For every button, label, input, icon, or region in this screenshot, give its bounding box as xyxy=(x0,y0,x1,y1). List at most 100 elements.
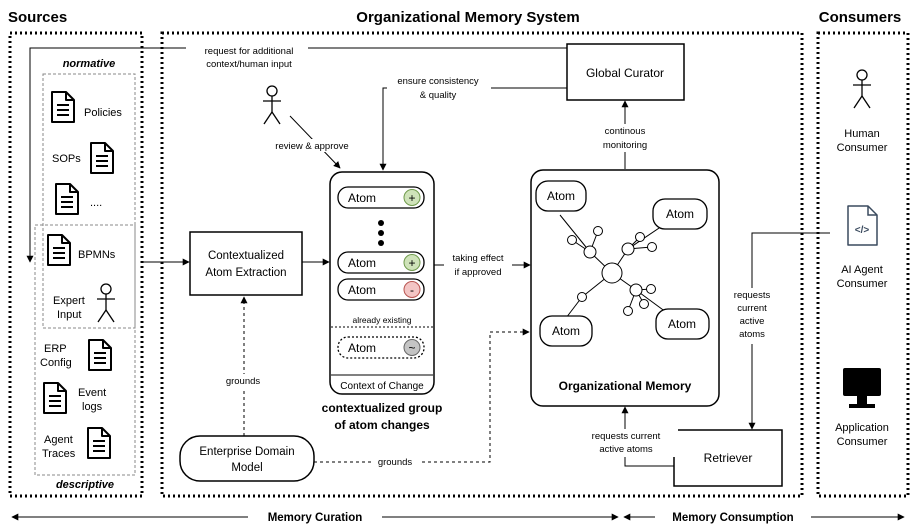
plus-badge-2 xyxy=(403,254,421,271)
atom-removed xyxy=(337,278,425,301)
sources-header: Sources xyxy=(8,9,67,26)
grounds-label: grounds xyxy=(226,376,261,387)
tilde-badge xyxy=(403,339,421,356)
atom-added-1-label: Atom xyxy=(348,191,376,205)
ai-agent-consumer-line2: Consumer xyxy=(837,278,888,290)
vertical-ellipsis-dot-2 xyxy=(378,230,384,236)
expert-person-icon xyxy=(96,283,116,323)
extraction-label-line2: Atom Extraction xyxy=(205,267,286,279)
retriever-box xyxy=(673,429,783,487)
domain-label-line2: Model xyxy=(231,462,262,474)
plus-badge-1 xyxy=(403,189,421,206)
atom-added-1 xyxy=(337,186,425,209)
global-curator-label: Global Curator xyxy=(586,66,664,80)
request-label-line1: request for additional xyxy=(205,46,294,57)
global-curator-box xyxy=(566,43,685,101)
vertical-ellipsis-dot-3 xyxy=(378,240,384,246)
agent-traces-document-icon xyxy=(87,427,111,459)
application-monitor-icon xyxy=(843,368,881,408)
erp-document-icon xyxy=(88,339,112,371)
organizational-memory-label: Organizational Memory xyxy=(559,379,692,393)
more-document-icon xyxy=(55,183,79,215)
enterprise-domain-model-box xyxy=(179,435,315,482)
memory-graph xyxy=(559,214,675,319)
already-existing-label: already existing xyxy=(352,315,411,325)
ensure-label-line1: ensure consistency xyxy=(397,76,479,87)
sops-label: SOPs xyxy=(52,153,81,165)
memory-atom-2 xyxy=(652,198,708,230)
atom-extraction-box xyxy=(189,231,303,296)
more-documents-label: .... xyxy=(90,197,102,209)
request-arrow xyxy=(26,47,567,263)
memory-consumption-label: Memory Consumption xyxy=(672,512,793,524)
atom-existing-label: Atom xyxy=(348,341,376,355)
retriever-to-memory-arrow xyxy=(621,406,674,467)
erp-label-line1: ERP xyxy=(44,343,67,355)
memory-atom-3 xyxy=(539,315,593,347)
request-label-line2: context/human input xyxy=(206,59,292,70)
human-consumer-line2: Consumer xyxy=(837,142,888,154)
minus-badge-label: - xyxy=(410,283,414,297)
atom-added-2 xyxy=(337,251,425,274)
extraction-label-line1: Contextualized xyxy=(208,250,284,262)
requests-label-line1: requests current xyxy=(592,431,661,442)
bpmns-document-icon xyxy=(47,234,71,266)
sops-document-icon xyxy=(90,142,114,174)
consumer-request-line1: requests xyxy=(734,290,771,301)
memory-atom-2-label: Atom xyxy=(666,207,694,221)
ensure-consistency-arrow xyxy=(379,87,567,171)
agent-label-line1: Agent xyxy=(44,434,73,446)
grounds-memory-arrow xyxy=(314,328,530,463)
bpmns-label: BPMNs xyxy=(78,249,116,261)
consumers-container xyxy=(816,31,910,498)
atom-removed-label: Atom xyxy=(348,283,376,297)
erp-label-line2: Config xyxy=(40,357,72,369)
consumers-header: Consumers xyxy=(819,9,902,26)
consumer-request-line3: active xyxy=(740,316,765,327)
descriptive-label: descriptive xyxy=(56,479,114,491)
human-consumer-line1: Human xyxy=(844,128,879,140)
review-label: review & approve xyxy=(275,141,348,152)
plus-badge-1-label: + xyxy=(408,191,415,205)
event-label-line2: logs xyxy=(82,401,103,413)
policies-document-icon xyxy=(51,91,75,123)
consumer-request-line2: current xyxy=(737,303,767,314)
application-consumer-line2: Consumer xyxy=(837,436,888,448)
group-caption-line1: contextualized group xyxy=(322,401,443,415)
memory-atom-4 xyxy=(655,308,710,340)
policies-label: Policies xyxy=(84,107,122,119)
requests-label-line2: active atoms xyxy=(599,444,653,455)
monitoring-label-line2: monitoring xyxy=(603,140,647,151)
system-header: Organizational Memory System xyxy=(356,9,579,26)
memory-atom-4-label: Atom xyxy=(668,317,696,331)
expert-label-line2: Input xyxy=(57,309,81,321)
minus-badge xyxy=(403,281,421,298)
human-consumer-person-icon xyxy=(852,69,872,109)
grounds-label-2: grounds xyxy=(378,457,413,468)
consumer-request-arrow xyxy=(748,232,830,430)
monitoring-label-line1: continous xyxy=(605,126,646,137)
plus-badge-2-label: + xyxy=(408,256,415,270)
code-glyph: </> xyxy=(855,225,870,236)
agent-label-line2: Traces xyxy=(42,448,76,460)
memory-atom-3-label: Atom xyxy=(552,324,580,338)
ensure-label-line2: & quality xyxy=(420,90,457,101)
application-consumer-line1: Application xyxy=(835,422,889,434)
group-caption-line2: of atom changes xyxy=(334,418,430,432)
memory-curation-label: Memory Curation xyxy=(268,512,363,524)
consumer-request-line4: atoms xyxy=(739,329,765,340)
vertical-ellipsis-dot-1 xyxy=(378,220,384,226)
taking-effect-line1: taking effect xyxy=(452,253,503,264)
atom-existing xyxy=(337,336,425,359)
domain-label-line1: Enterprise Domain xyxy=(199,446,294,458)
event-logs-document-icon xyxy=(43,382,67,414)
taking-effect-line2: if approved xyxy=(454,267,501,278)
tilde-badge-label: ~ xyxy=(408,341,415,355)
reviewer-person-icon xyxy=(262,85,282,125)
expert-label-line1: Expert xyxy=(53,295,85,307)
memory-atom-1 xyxy=(535,180,587,212)
event-label-line1: Event xyxy=(78,387,106,399)
retriever-label: Retriever xyxy=(704,451,753,465)
ai-agent-consumer-line1: AI Agent xyxy=(841,264,883,276)
